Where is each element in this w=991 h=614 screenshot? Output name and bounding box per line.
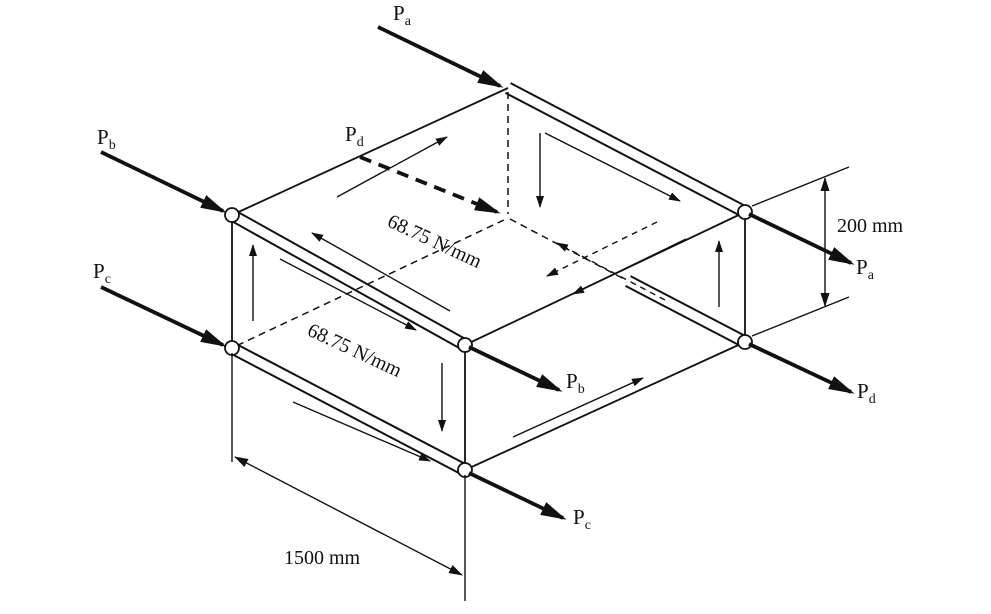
flow-arrow-bottom-exit-rim	[512, 377, 644, 438]
force-label-pa-exit: Pa	[856, 255, 875, 283]
force-arrows	[100, 25, 855, 520]
cap-b-entry	[224, 207, 240, 223]
force-label-pc-exit: Pc	[573, 505, 591, 533]
flow-arrow-top-near-b	[311, 232, 451, 312]
force-label-pb-entry: Pb	[97, 125, 116, 153]
hidden-edge-cd-entry	[235, 219, 505, 347]
hidden-stringer-d-segment	[509, 218, 627, 281]
force-arrow-pd-entry-hidden	[359, 155, 501, 214]
shear-flow-arrows	[249, 132, 723, 462]
stringer-c-tube-body	[229, 344, 468, 474]
cap-d-exit	[737, 334, 753, 350]
force-label-pc-entry: Pc	[93, 259, 111, 287]
rim-edges	[231, 87, 746, 471]
stringer-a-tube-body	[505, 84, 748, 216]
shear-flow-label-front: 68.75 N/mm	[304, 319, 405, 382]
shear-flow-label-top: 68.75 N/mm	[384, 210, 485, 273]
stringer-tubes	[228, 82, 749, 476]
extension-line-200-top	[751, 166, 850, 207]
force-label-pd-exit: Pd	[857, 379, 876, 407]
force-arrow-pb-entry	[100, 150, 227, 213]
dimension-line-1500	[234, 456, 463, 576]
flow-arrow-top-exit-rim-dashed	[546, 221, 658, 277]
flow-arrow-top-exit-rim	[572, 238, 687, 295]
force-labels: Pa Pb Pc Pd Pa Pb Pc Pd	[93, 1, 876, 533]
hidden-edges	[235, 92, 627, 347]
flow-arrow-front-near-c	[292, 401, 431, 462]
flow-arrow-front-near-b	[279, 258, 417, 331]
dimension-label-length: 1500 mm	[284, 547, 361, 569]
flow-arrow-top-near-a	[544, 132, 681, 202]
cap-c-entry	[224, 340, 240, 356]
force-arrow-pb-exit	[468, 345, 563, 392]
shear-flow-labels: 68.75 N/mm 68.75 N/mm	[304, 210, 485, 382]
dimensions: 200 mm 1500 mm	[231, 166, 904, 601]
exit-rim-cd	[464, 341, 746, 471]
force-arrow-pc-entry	[100, 285, 227, 347]
stringer-d-tube-body	[625, 277, 748, 346]
cap-a-exit	[737, 204, 753, 220]
force-arrow-pa-exit	[748, 212, 855, 265]
dimension-label-height: 200 mm	[837, 215, 904, 237]
stringer-b-tube-body	[229, 211, 468, 349]
force-label-pb-exit: Pb	[566, 369, 585, 397]
force-arrow-pa-entry	[377, 25, 504, 88]
cap-b-exit	[457, 337, 473, 353]
force-label-pa-entry: Pa	[393, 1, 412, 29]
entry-rim-ab	[231, 87, 509, 216]
force-label-pd-entry: Pd	[345, 122, 364, 150]
force-arrow-pc-exit	[468, 471, 567, 520]
flow-arrow-near-d-dashed	[556, 242, 666, 301]
flow-arrow-top-entry-rim	[336, 136, 448, 198]
extension-line-200-bottom	[751, 296, 850, 337]
force-arrow-pd-exit	[748, 342, 855, 394]
